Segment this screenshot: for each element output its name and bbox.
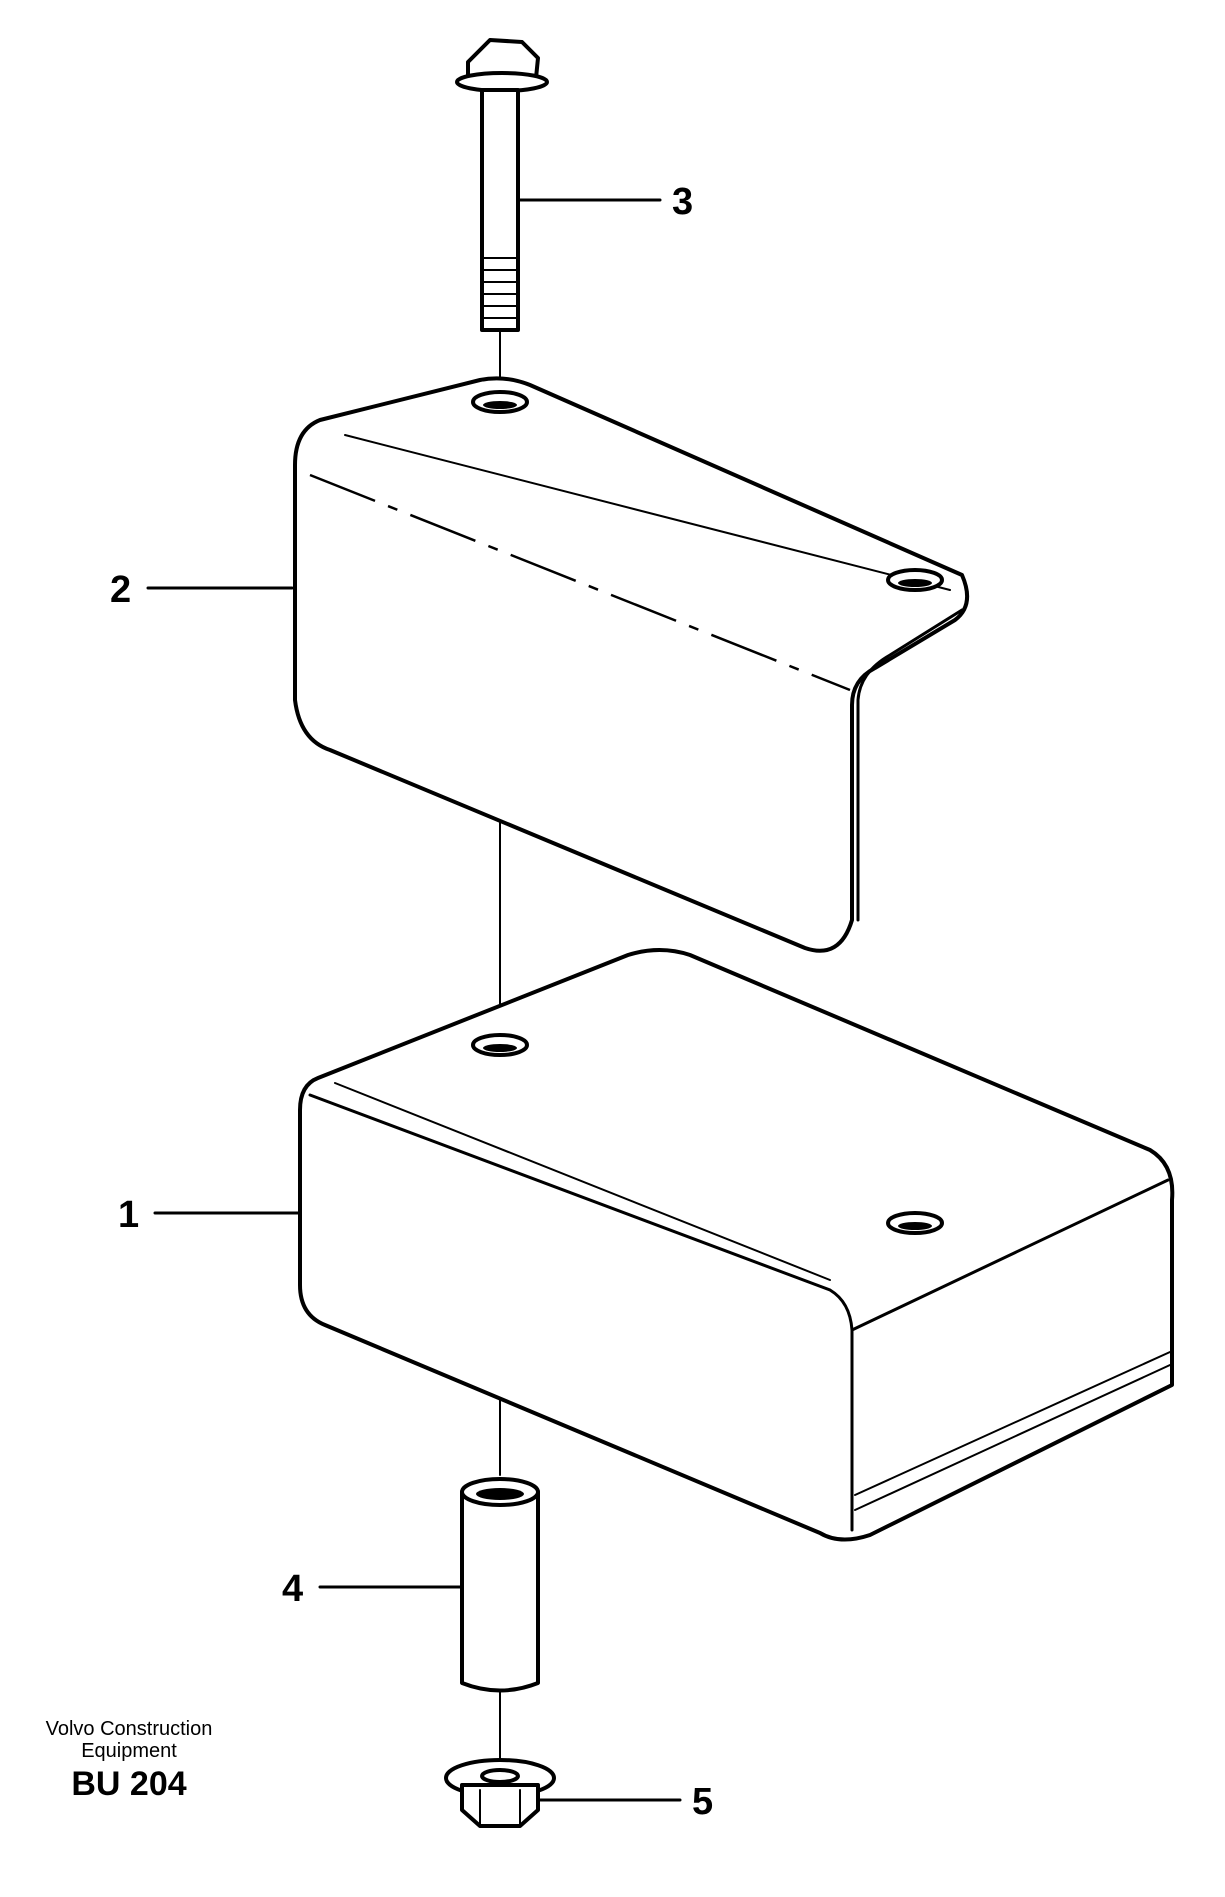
flange-bolt — [455, 38, 549, 332]
callout-5: 5 — [692, 1781, 713, 1823]
company-name-line1: Volvo Construction — [45, 1718, 213, 1740]
diagram-code: BU 204 — [71, 1765, 187, 1803]
spacer-sleeve — [460, 1477, 540, 1693]
flange-nut — [444, 1758, 556, 1828]
callout-1: 1 — [118, 1194, 139, 1236]
callout-3: 3 — [672, 181, 693, 223]
footer-label: Volvo Construction Equipment BU 204 — [24, 1718, 234, 1804]
bracket — [293, 376, 970, 953]
box — [298, 948, 1175, 1542]
callout-4: 4 — [282, 1568, 303, 1610]
company-name-line2: Equipment — [81, 1740, 177, 1762]
callout-2: 2 — [110, 569, 131, 611]
